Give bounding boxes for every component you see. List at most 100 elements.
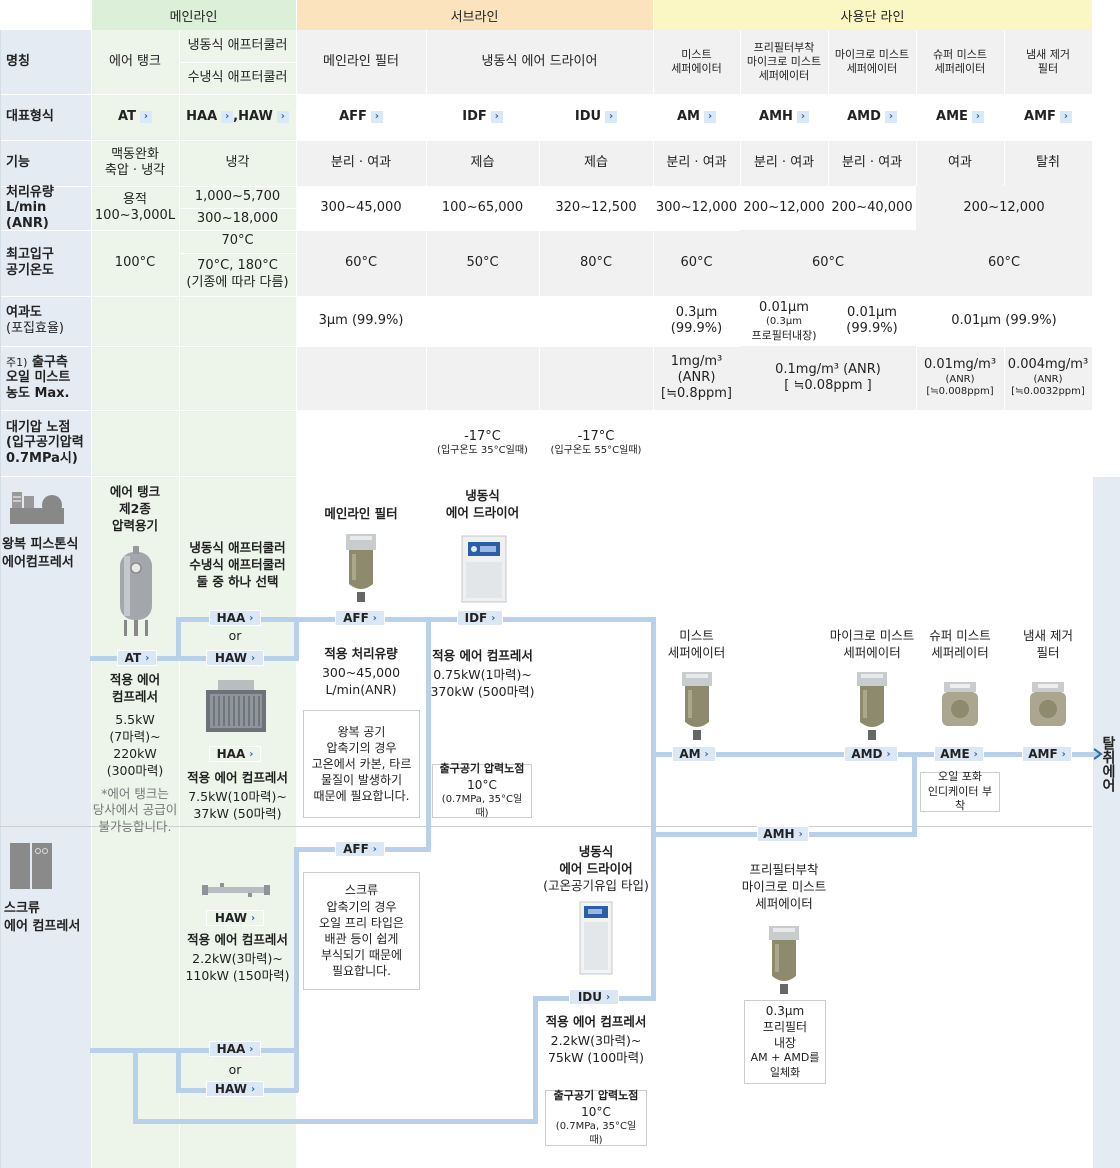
temp-am: 60°C [680, 254, 713, 270]
idf-compressor-title: 적용 에어 컴프레서 [432, 648, 533, 663]
idu-compressor-title: 적용 에어 컴프레서 [545, 1014, 647, 1029]
row-label-function: 기능 [6, 155, 30, 171]
function-ame: 여과 [948, 154, 972, 170]
model-am[interactable]: AM› [653, 94, 740, 140]
tag-amf[interactable]: AMF› [1022, 746, 1072, 762]
refrigerated-aftercooler-image [204, 678, 268, 734]
pipe [294, 617, 299, 661]
dew-idf: -17°C(입구온도 35°C일때) [437, 428, 528, 456]
aff-flow-title: 적용 처리유량 [324, 646, 398, 661]
idu-dryer-image [578, 900, 614, 976]
super-mist-separator-image [940, 680, 980, 730]
tag-idf[interactable]: IDF› [457, 610, 503, 626]
filtration-ame-amf: 0.01μm (99.9%) [951, 312, 1057, 328]
tag-aff-bottom[interactable]: AFF› [335, 841, 385, 857]
row-label-model: 대표형식 [6, 109, 54, 125]
dew-idu: -17°C(입구온도 55°C일때) [550, 428, 642, 456]
function-amf: 탈취 [1036, 154, 1060, 170]
chevron-right-icon: › [606, 991, 611, 1003]
tag-aff-top[interactable]: AFF› [335, 610, 385, 626]
chevron-right-icon: › [704, 748, 709, 760]
tag-haa-product[interactable]: HAA› [209, 746, 261, 762]
chevron-right-icon: › [249, 612, 254, 624]
temp-aff: 60°C [344, 254, 378, 270]
model-amh[interactable]: AMH› [740, 94, 828, 140]
right-output-band [1092, 476, 1120, 1168]
pipe [651, 617, 656, 1001]
filtration-amd: 0.01μm(99.9%) [846, 304, 898, 336]
model-idf[interactable]: IDF› [426, 94, 539, 140]
header-sub-line: 서브라인 [296, 0, 653, 30]
model-at[interactable]: AT› [91, 94, 179, 140]
model-aff[interactable]: AFF› [296, 94, 426, 140]
header-main-line: 메인라인 [91, 0, 296, 30]
haw-compressor-title: 적용 에어 컴프레서 [187, 932, 288, 947]
chevron-right-icon: › [145, 652, 150, 664]
tag-amd[interactable]: AMD› [844, 746, 898, 762]
tag-am[interactable]: AM› [672, 746, 716, 762]
chevron-right-icon: › [276, 111, 289, 123]
tag-haa-bottom[interactable]: HAA› [209, 1041, 261, 1057]
tag-at[interactable]: AT› [117, 650, 157, 666]
tag-haw-top[interactable]: HAW› [206, 650, 264, 666]
tag-amh[interactable]: AMH› [757, 826, 809, 842]
chevron-right-icon: › [886, 748, 891, 760]
model-idu[interactable]: IDU› [539, 94, 653, 140]
chevron-right-icon: › [884, 111, 897, 123]
name-main-filter: 메인라인 필터 [323, 53, 399, 69]
header-use-line: 사용단 라인 [653, 0, 1092, 30]
chevron-right-icon: › [250, 912, 256, 924]
name-dryer: 냉동식 에어 드라이어 [481, 53, 598, 69]
tag-idu[interactable]: IDU› [569, 989, 619, 1005]
model-haa-haw[interactable]: HAA›, HAW› [179, 94, 296, 140]
model-ame[interactable]: AME› [916, 94, 1004, 140]
main-line-filter-image [344, 532, 378, 604]
flow-aff: 300~45,000 [320, 199, 402, 215]
flow-am: 300~12,000 [655, 199, 738, 215]
air-tank-image [116, 544, 156, 640]
name-aftercooler-water: 수냉식 애프터쿨러 [187, 69, 288, 85]
oil-am: 1mg/m³(ANR)[≒0.8ppm] [661, 353, 732, 402]
temp-ame-amf: 60°C [916, 230, 1092, 296]
function-amd: 분리 · 여과 [841, 154, 903, 170]
model-amd[interactable]: AMD› [828, 94, 916, 140]
pipe [133, 1048, 138, 1123]
pipe [176, 617, 181, 661]
tag-ame[interactable]: AME› [934, 746, 984, 762]
flow-haa: 1,000~5,700 [194, 188, 281, 204]
temp-haw: 70°C, 180°C(기종에 따라 다름) [186, 258, 289, 290]
piston-compressor-icon [8, 488, 66, 526]
tag-haw-product[interactable]: HAW› [206, 910, 264, 926]
tag-haa-top[interactable]: HAA› [209, 610, 261, 626]
aff-diagram-title: 메인라인 필터 [324, 506, 398, 521]
model-amf[interactable]: AMF› [1004, 94, 1092, 140]
chevron-right-icon: › [221, 111, 234, 123]
chevron-right-icon: › [605, 111, 618, 123]
chevron-right-icon: › [250, 1083, 256, 1095]
chevron-right-icon: › [250, 652, 256, 664]
micro-mist-separator-image [855, 670, 889, 742]
pipe [90, 1048, 298, 1053]
tag-haw-bottom[interactable]: HAW› [206, 1081, 264, 1097]
